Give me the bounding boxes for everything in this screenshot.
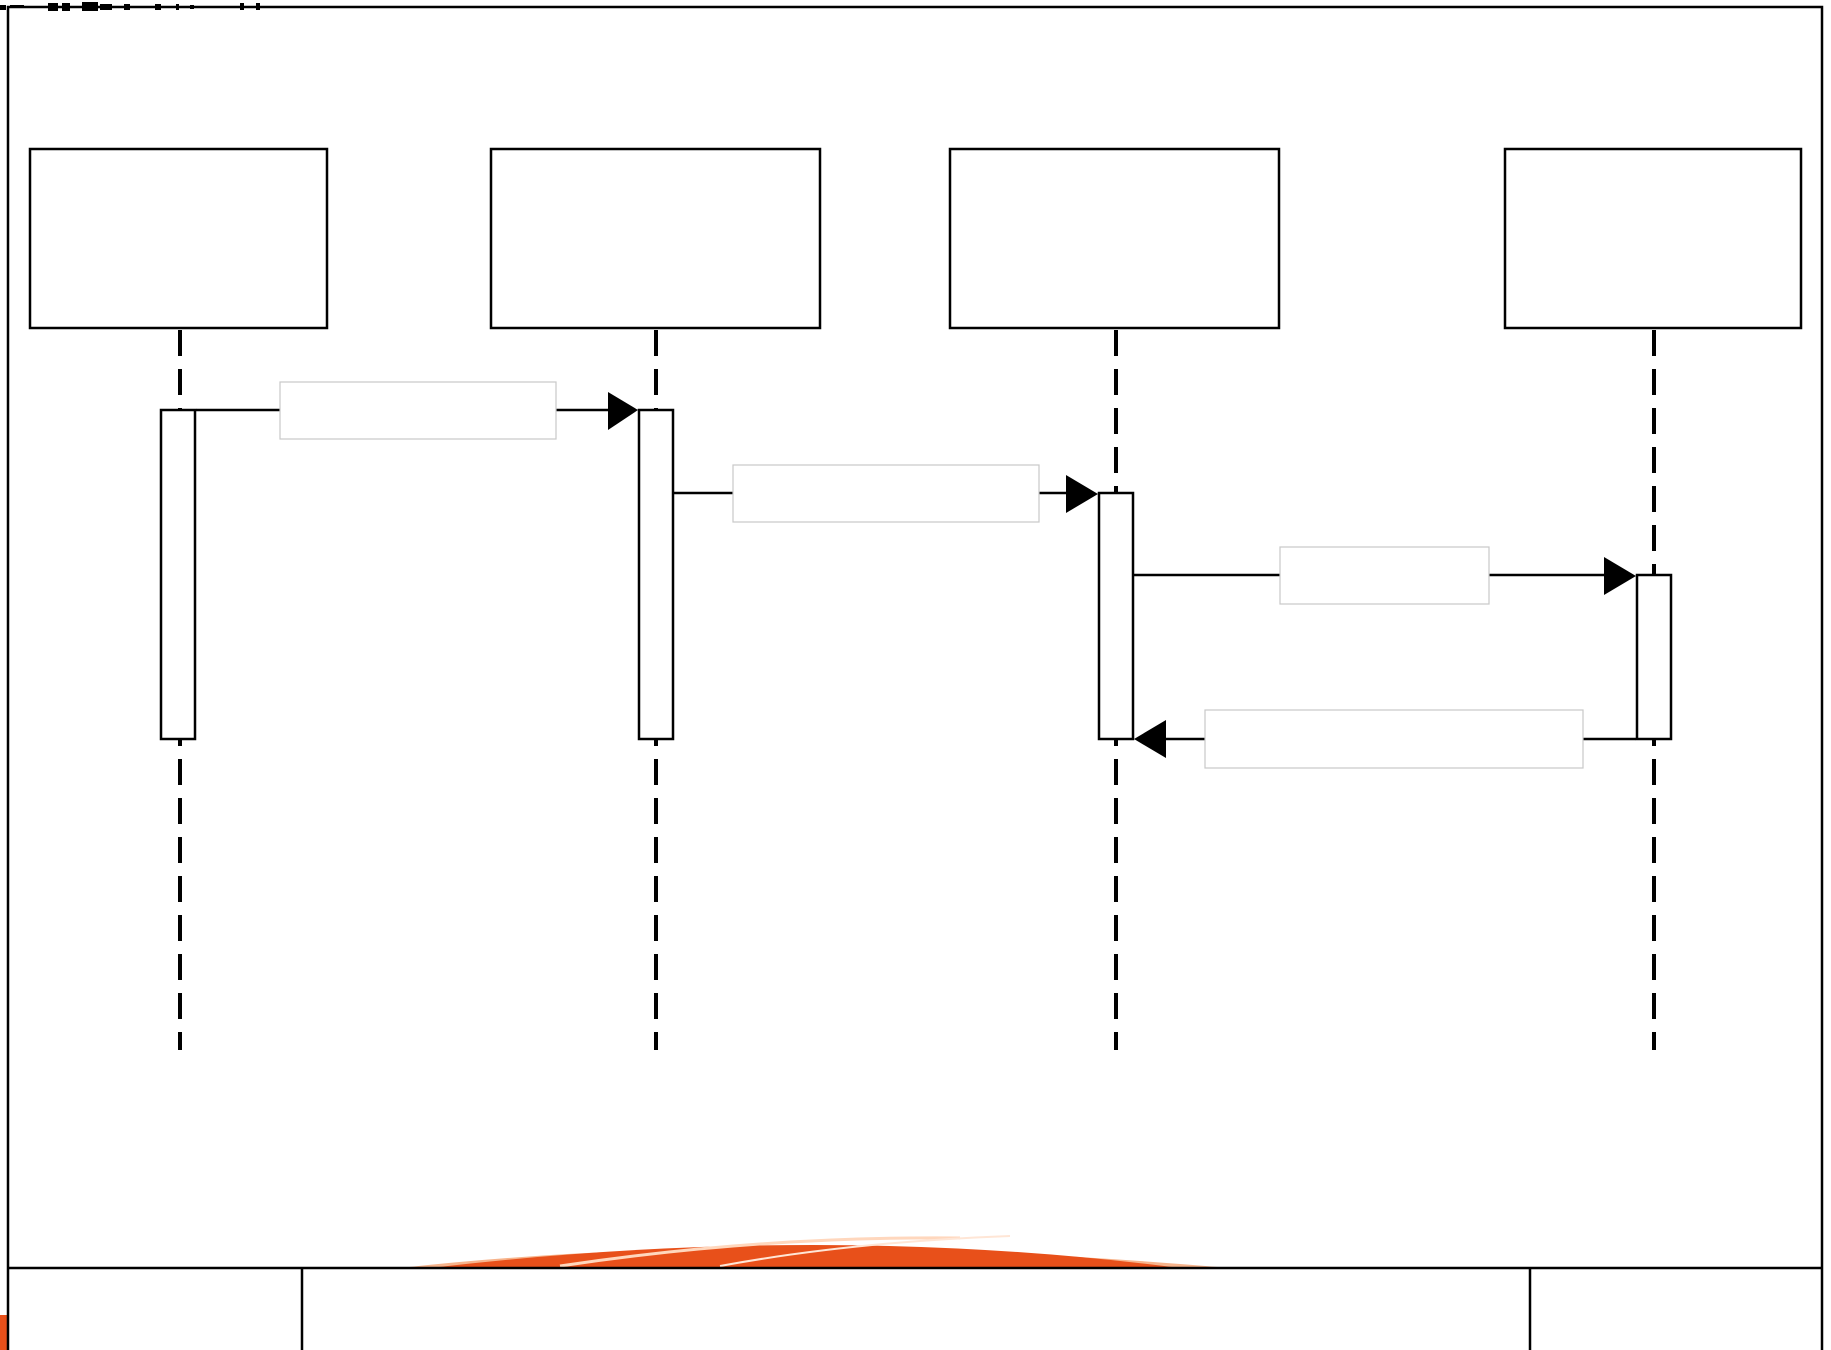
arrowheads [608, 392, 1636, 758]
activations [159, 408, 1673, 741]
arrowhead-left [1134, 720, 1166, 758]
swoosh-highlight-2 [719, 1235, 1011, 1267]
participant-box[interactable] [1503, 147, 1803, 330]
activation-bar [1097, 491, 1135, 741]
arrowhead-right [1604, 557, 1636, 595]
message-label-box[interactable] [279, 381, 557, 440]
diagram-frame [6, 5, 1824, 1350]
decorative-swoosh [0, 1235, 1230, 1350]
footer [8, 1266, 1822, 1350]
message-label-box[interactable] [1204, 709, 1584, 769]
participant-box[interactable] [948, 147, 1281, 330]
activation-bar [159, 408, 197, 741]
arrowhead-right [608, 392, 638, 430]
swoosh-main [430, 1245, 1180, 1268]
participants [28, 147, 1803, 330]
activation-bar [637, 408, 675, 741]
participant-box[interactable] [28, 147, 329, 330]
header-glyphs [0, 2, 260, 11]
activation-bar [1635, 573, 1673, 741]
message-label-box[interactable] [732, 464, 1040, 523]
swoosh-highlight [559, 1236, 961, 1268]
participant-box[interactable] [489, 147, 822, 330]
corner-accent [0, 1315, 8, 1350]
message-labels [279, 381, 1584, 769]
message-label-box[interactable] [1279, 546, 1490, 605]
arrowhead-right [1066, 475, 1098, 513]
